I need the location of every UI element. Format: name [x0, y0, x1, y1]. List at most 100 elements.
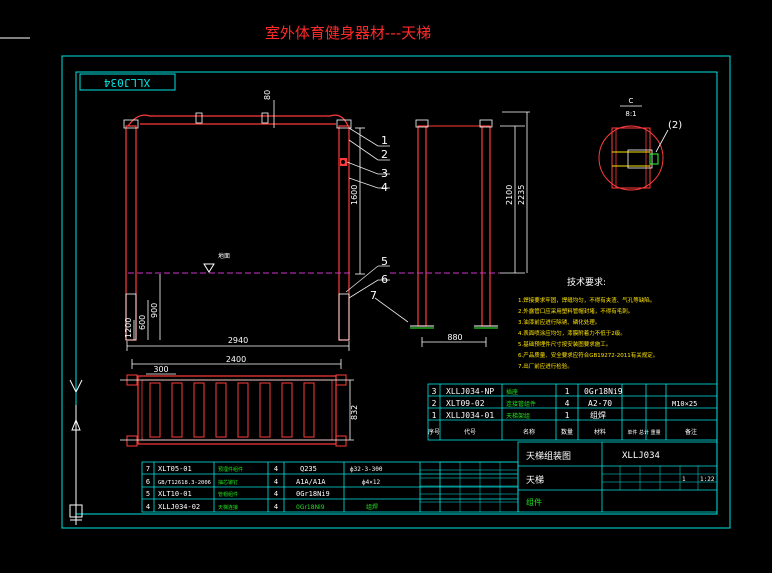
cell-code: XLLJ034-NP — [446, 387, 494, 396]
ucs-icon — [69, 379, 83, 525]
cell-qty: 1 — [565, 387, 570, 396]
cell-spec: ф4×12 — [362, 479, 380, 486]
cell-no: 5 — [146, 490, 150, 498]
outer-frame — [61, 55, 731, 529]
cell-mat: 0Gr18Ni9 — [584, 387, 623, 396]
sheet-number: 1 — [682, 476, 686, 483]
top-view — [120, 374, 354, 447]
title-drawing-code: XLLJ034 — [622, 451, 660, 461]
balloon-5: 5 — [381, 255, 388, 268]
detail-scale: 8:1 — [625, 110, 636, 118]
upper-table-row: 2 XLT09-02 连接管组件 4 A2-70 M10×25 — [432, 399, 698, 408]
cell-spec: 组焊 — [366, 503, 378, 511]
balloon-2: 2 — [381, 148, 388, 161]
lower-table-row: 7 XLT05-01 预埋件组件 4 Q235 ф32-3-300 — [146, 465, 383, 473]
lower-table-row: 6 GB/T12618.3-2006 抽芯铆钉 4 A1A/A1A ф4×12 — [146, 478, 381, 486]
lower-table-row: 5 XLT10-01 管帽组件 4 0Gr18Ni9 — [146, 490, 330, 498]
part-type: 组件 — [526, 497, 542, 507]
tech-line: 4.表面喷涂应均匀，漆膜附着力不低于2级。 — [518, 329, 626, 337]
cell-mat: Q235 — [300, 465, 317, 473]
cell-code: XLLJ034-02 — [158, 503, 200, 511]
top-dimensions — [131, 359, 351, 440]
cell-no: 3 — [432, 387, 437, 396]
cell-name: 天梯连接 — [218, 504, 238, 511]
cell-name: 预埋件组件 — [218, 466, 243, 473]
side-dimensions — [421, 111, 530, 347]
cell-no: 4 — [146, 503, 150, 511]
cell-no: 1 — [432, 411, 437, 420]
drawing-name: 天梯组装图 — [526, 450, 571, 462]
cell-spec: ф32-3-300 — [350, 466, 383, 473]
drawing-scale: 1:22 — [700, 476, 715, 483]
front-view: 地面 — [123, 112, 352, 341]
side-view — [390, 119, 500, 329]
dim-300: 300 — [153, 365, 168, 374]
cell-mat: 0Gr18Ni9 — [296, 504, 325, 511]
cell-name: 连接管组件 — [506, 400, 536, 408]
balloon-3: 3 — [381, 167, 388, 180]
upper-parts-table — [427, 383, 718, 441]
dim-1200: 1200 — [124, 318, 133, 338]
header-cell: 数量 — [561, 428, 573, 436]
dim-2100: 2100 — [505, 185, 514, 205]
header-cell: 单件 总计 重量 — [627, 429, 660, 436]
balloon-7: 7 — [370, 289, 377, 302]
lower-parts-table — [141, 461, 519, 513]
cell-qty: 4 — [565, 399, 570, 408]
detail-ref: (2) — [668, 120, 682, 131]
tech-requirements: 1.焊接要求牢固，焊缝均匀，不得有夹渣、气孔等缺陷。 2.外露管口应采用塑料管帽… — [518, 296, 658, 370]
cell-name: 插座 — [506, 388, 518, 396]
front-dimensions — [126, 100, 365, 351]
cell-code: XLLJ034-01 — [446, 411, 494, 420]
cell-name: 天梯架组 — [506, 412, 530, 420]
dim-832: 832 — [350, 405, 359, 420]
tech-line: 1.焊接要求牢固，焊缝均匀，不得有夹渣、气孔等缺陷。 — [518, 296, 655, 304]
cell-code: XLT09-02 — [446, 399, 485, 408]
inner-frame — [75, 71, 718, 515]
upper-table-header: 序号 代号 名称 数量 材料 单件 总计 重量 备注 — [428, 428, 697, 436]
cell-code: GB/T12618.3-2006 — [158, 480, 211, 486]
cell-note: M10×25 — [672, 400, 697, 408]
tech-line: 6.产品质量、安全要求应符合GB19272-2011有关规定。 — [518, 351, 658, 359]
tech-line: 7.出厂前应进行检验。 — [518, 362, 573, 370]
balloon-4: 4 — [381, 181, 388, 194]
drawing-code-rotated: XLLJ034 — [103, 76, 150, 89]
balloon-1: 1 — [381, 134, 388, 147]
cell-qty: 4 — [274, 490, 278, 498]
cell-qty: 4 — [274, 465, 278, 473]
cell-mat: 0Gr18Ni9 — [296, 490, 330, 498]
dim-2940: 2940 — [228, 336, 248, 345]
drawing-code-box — [79, 73, 176, 91]
dim-1600: 1600 — [350, 185, 359, 205]
detail-label: C — [629, 97, 634, 105]
cell-qty: 4 — [274, 478, 278, 486]
cell-code: XLT05-01 — [158, 465, 192, 473]
lower-table-row: 4 XLLJ034-02 天梯连接 4 0Gr18Ni9 组焊 — [146, 503, 378, 511]
dim-880: 880 — [447, 333, 462, 342]
upper-table-row: 1 XLLJ034-01 天梯架组 1 组焊 — [432, 410, 606, 420]
tech-title: 技术要求: — [567, 276, 606, 288]
drawing-title: 室外体育健身器材---天梯 — [265, 24, 431, 42]
header-cell: 序号 — [428, 428, 440, 436]
ground-label: 地面 — [218, 252, 230, 260]
cell-no: 2 — [432, 399, 437, 408]
balloon-6: 6 — [381, 273, 388, 286]
detail-c — [598, 105, 669, 191]
cell-mat: A2-70 — [588, 399, 612, 408]
dim-2235: 2235 — [517, 185, 526, 205]
cell-name: 管帽组件 — [218, 491, 238, 498]
tech-line: 2.外露管口应采用塑料管帽封堵，不得有毛刺。 — [518, 307, 633, 315]
cell-qty: 1 — [565, 411, 570, 420]
tech-line: 5.基础预埋件尺寸按安装图要求施工。 — [518, 340, 611, 348]
cell-code: XLT10-01 — [158, 490, 192, 498]
header-cell: 代号 — [464, 428, 476, 436]
header-cell: 名称 — [523, 428, 535, 436]
cell-no: 7 — [146, 465, 150, 473]
dim-600: 600 — [138, 315, 147, 330]
cell-name: 抽芯铆钉 — [218, 479, 238, 486]
cell-mat: A1A/A1A — [296, 478, 326, 486]
cell-mat: 组焊 — [590, 410, 606, 420]
product-name: 天梯 — [526, 474, 544, 486]
tech-line: 3.油漆前应进行除锈、磷化处理。 — [518, 318, 600, 326]
header-cell: 备注 — [685, 428, 697, 436]
